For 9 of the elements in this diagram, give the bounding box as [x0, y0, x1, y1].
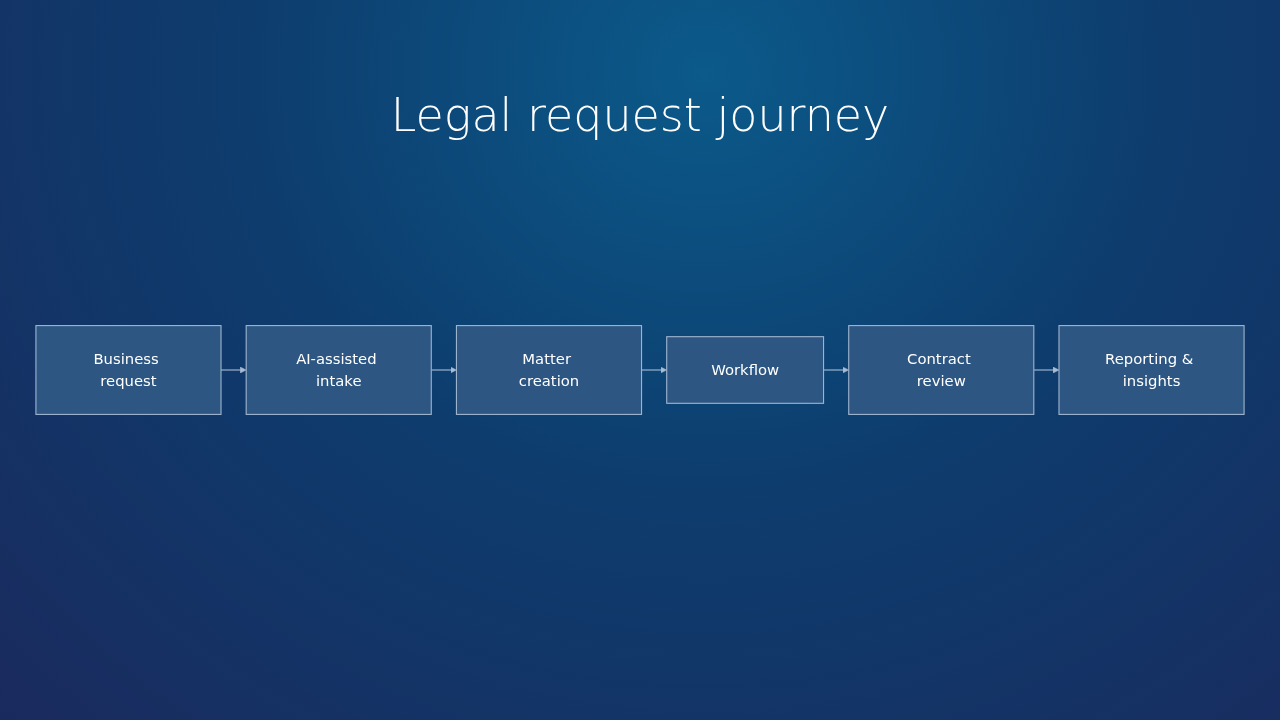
- node-box: AI-assisted intake: [245, 325, 432, 415]
- node-box: Reporting & insights: [1058, 325, 1245, 415]
- node-box: Workflow: [666, 336, 825, 404]
- node-box: Contract review: [848, 325, 1035, 415]
- arrow: [823, 366, 849, 374]
- diagram-title: Legal request journey: [389, 88, 891, 142]
- node-box: Matter creation: [455, 325, 643, 415]
- node-box: Business request: [35, 325, 222, 415]
- arrow: [641, 366, 667, 374]
